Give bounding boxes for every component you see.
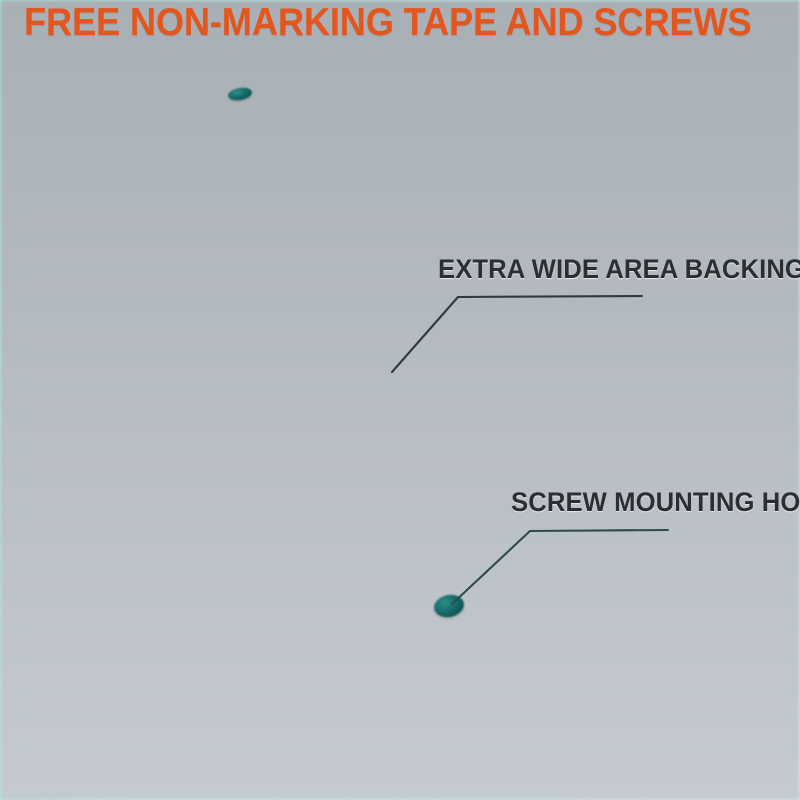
callout-label-extra-wide-area-backing: EXTRA WIDE AREA BACKING — [438, 254, 800, 284]
callout-label-screw-mounting-holes: SCREW MOUNTING HOLES — [511, 487, 800, 517]
headline-text: FREE NON-MARKING TAPE AND SCREWS — [24, 1, 752, 44]
headline-banner: FREE NON-MARKING TAPE AND SCREWS — [0, 0, 800, 46]
